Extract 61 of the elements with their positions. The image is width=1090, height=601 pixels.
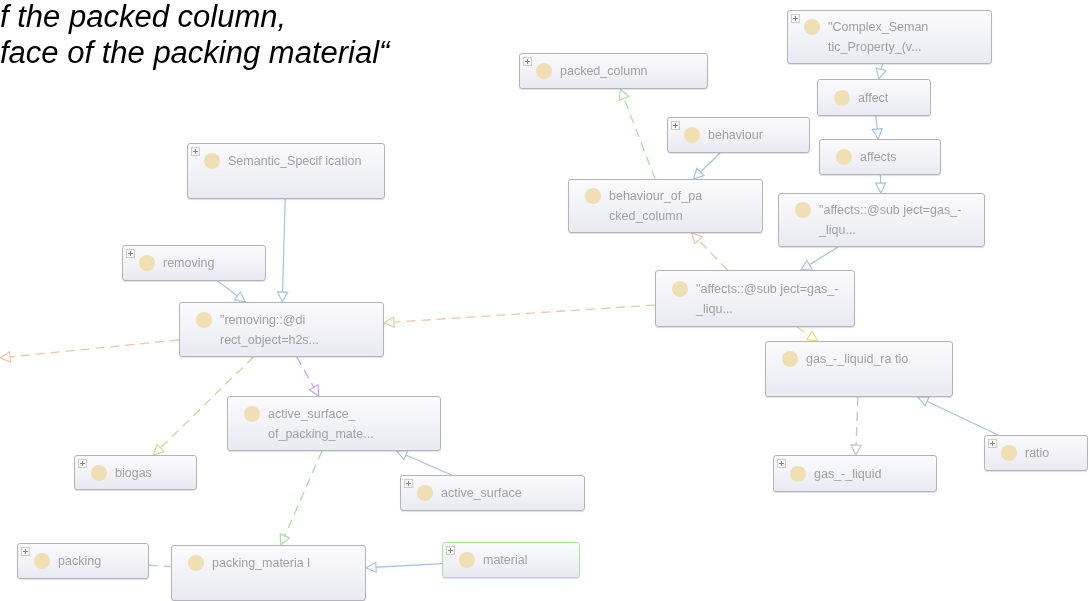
- class-name: packing_materia l: [212, 555, 311, 572]
- class-box: [519, 53, 708, 89]
- class-name: packing: [58, 553, 103, 570]
- class-name: "affects::@sub ject=gas_-_liqu...: [819, 202, 963, 239]
- class-box: [17, 543, 149, 579]
- class-box: [773, 455, 937, 492]
- connector-arrow: [396, 449, 453, 476]
- class-name: "removing::@di rect_object=h2s...: [220, 311, 321, 349]
- class-box: [400, 475, 585, 511]
- class-name: gas_-_liquid_ra tio: [806, 351, 910, 368]
- connector-arrow: [800, 246, 839, 271]
- connector-arrow: [875, 174, 887, 194]
- class-box: [171, 545, 366, 601]
- class-box: [74, 455, 197, 490]
- class-name: affect: [858, 89, 890, 107]
- class-name: "affects::@sub ject=gas_-_liqu...: [696, 280, 840, 318]
- heading-text: face of the packing material“: [0, 36, 390, 70]
- class-box: [122, 245, 266, 281]
- connector-arrow: [217, 280, 246, 303]
- connector-arrow: [383, 304, 656, 328]
- class-name: active_surface: [441, 485, 523, 502]
- class-box: [778, 193, 985, 247]
- connector-arrow: [152, 356, 255, 456]
- heading-text: f the packed column,: [0, 0, 287, 34]
- class-name: material: [483, 552, 529, 569]
- class-box: [787, 10, 992, 64]
- connector-arrow: [0, 339, 180, 363]
- class-name: removing: [163, 255, 216, 272]
- class-box: [442, 542, 580, 578]
- class-name: Semantic_Specif ication: [228, 153, 363, 170]
- class-box: [817, 79, 931, 116]
- connector-arrow: [296, 356, 320, 397]
- class-name: packed_column: [560, 63, 649, 80]
- class-box: [227, 396, 441, 451]
- class-name: biogas: [115, 464, 153, 482]
- class-name: affects: [860, 149, 898, 166]
- class-box: [568, 179, 763, 233]
- connector-arrow: [796, 326, 819, 342]
- connector-arrow: [279, 450, 323, 546]
- connector-arrow: [690, 232, 729, 271]
- connector-arrow: [871, 115, 883, 140]
- class-box: [179, 302, 384, 357]
- connector-arrow: [692, 152, 721, 180]
- connector-arrow: [276, 198, 289, 303]
- connector-arrow: [917, 396, 999, 436]
- class-box: [984, 435, 1088, 471]
- class-name: behaviour_of_pa cked_column: [609, 188, 704, 225]
- connector-arrow: [365, 561, 443, 573]
- connector-arrow: [875, 63, 887, 80]
- class-name: active_surface_ of_packing_mate...: [268, 405, 375, 443]
- class-name: "Complex_Seman tic_Property_(v...: [828, 19, 930, 56]
- class-box: [655, 270, 855, 327]
- class-name: behaviour: [708, 127, 764, 144]
- class-box: [765, 341, 953, 397]
- class-box: [187, 143, 385, 199]
- class-name: gas_-_liquid: [814, 465, 883, 483]
- connector-arrow: [850, 396, 862, 456]
- connector-arrow: [618, 88, 656, 180]
- class-name: ratio: [1025, 445, 1051, 462]
- class-box: [819, 139, 941, 175]
- class-box: [667, 117, 810, 153]
